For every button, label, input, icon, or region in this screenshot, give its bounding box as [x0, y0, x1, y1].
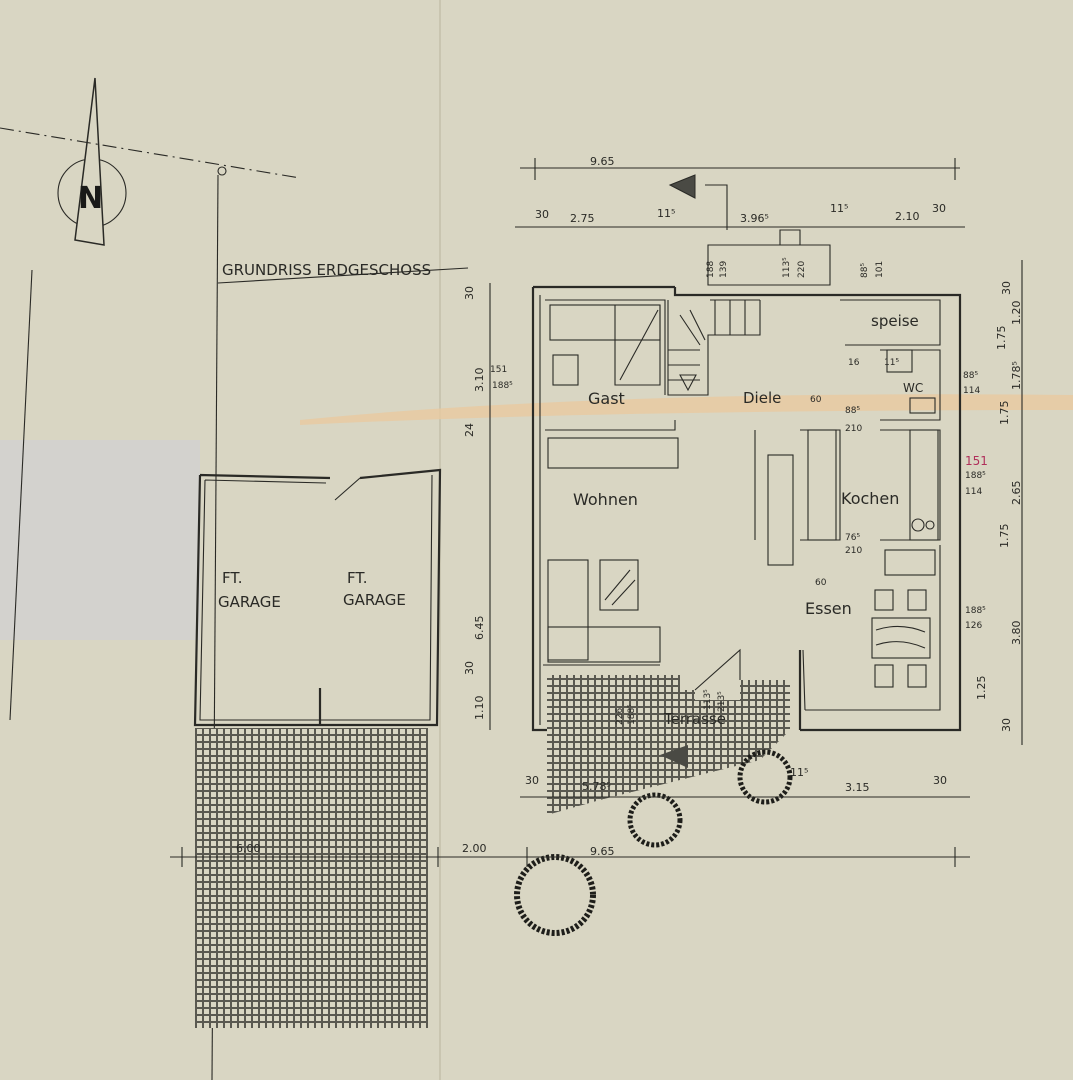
dim-right: 2.65: [1010, 481, 1023, 506]
property-line: [0, 127, 301, 179]
dim-bottom-total: 9.65: [590, 845, 615, 858]
garage-2-label: FT.: [347, 569, 368, 587]
dim-bottom: 30: [525, 774, 539, 787]
title-underline: [217, 267, 469, 284]
dim-bottom: 30: [933, 774, 947, 787]
dim-opening: 16: [848, 358, 860, 368]
room-label-wohnen: Wohnen: [573, 490, 638, 509]
plan-title: GRUNDRISS ERDGESCHOSS: [222, 261, 431, 279]
dim-bottom: 11⁵: [790, 766, 808, 779]
room-label-speise: speise: [871, 312, 919, 330]
survey-point: [217, 166, 227, 176]
dim-top-total: 9.65: [590, 155, 615, 168]
dim-opening: 101: [875, 261, 885, 278]
dim-right: 1.20: [1010, 301, 1023, 326]
dim-opening: 60: [815, 578, 827, 588]
dim-opening: 210: [845, 546, 862, 556]
dim-right: 30: [1000, 281, 1013, 295]
dim-opening: 188⁵: [965, 606, 986, 616]
dim-top: 11⁵: [657, 207, 675, 220]
dim-opening: 188⁵: [965, 471, 986, 481]
dimension-lines: [170, 158, 1023, 867]
dim-opening: 114: [963, 386, 980, 396]
room-label-diele: Diele: [743, 389, 781, 407]
dim-opening: 151: [490, 365, 507, 375]
room-label-essen: Essen: [805, 599, 852, 618]
dim-opening: 113⁵: [782, 257, 792, 278]
dim-opening: 139: [719, 261, 729, 278]
north-arrow-icon: N: [57, 77, 127, 246]
dim-right: 1.75: [995, 326, 1008, 351]
dim-right: 30: [1000, 718, 1013, 732]
terrace-door: [694, 648, 741, 691]
dim-left: 3.10: [473, 368, 486, 393]
entrance-arrow-top-icon: [668, 174, 696, 199]
dim-opening: 114: [965, 487, 982, 497]
entrance-arrow-line: [705, 184, 728, 230]
dim-right: 1.75: [998, 401, 1011, 426]
dim-top: 30: [932, 202, 946, 215]
dim-left: 1.10: [473, 696, 486, 721]
dim-left: 30: [463, 286, 476, 300]
dim-opening: 220: [797, 261, 807, 278]
tree-icon: [514, 749, 793, 936]
furniture: [547, 304, 939, 688]
dim-opening: 11⁵: [884, 358, 899, 368]
dim-opening: 88⁵: [963, 371, 978, 381]
garage-2-label-2: GARAGE: [343, 591, 406, 609]
dim-left: 30: [463, 661, 476, 675]
dim-opening: 113⁵: [703, 689, 713, 710]
dim-opening: 76⁵: [845, 533, 860, 543]
dim-opening: 88⁵: [860, 263, 870, 278]
entrance-arrow-icon: [660, 745, 688, 768]
dim-left: 24: [463, 423, 476, 437]
dim-top: 2.75: [570, 212, 595, 225]
dim-opening: 188⁵: [492, 381, 513, 391]
dim-bottom: 3.15: [845, 781, 870, 794]
room-label-terrasse: Terrasse: [663, 710, 726, 728]
room-label-gast: Gast: [588, 389, 625, 408]
dim-opening: 126: [965, 621, 982, 631]
dim-top: 11⁵: [830, 202, 848, 215]
dim-right: 3.80: [1010, 621, 1023, 646]
left-dimension-line: [9, 269, 33, 721]
dim-right: 1.25: [975, 676, 988, 701]
dim-opening: 188: [706, 261, 716, 278]
dim-opening: 60: [810, 395, 822, 405]
dim-left: 6.45: [473, 616, 486, 641]
room-label-wc: WC: [903, 381, 923, 395]
dim-bottom-total: 6.00: [236, 842, 261, 855]
dim-top: 3.96⁵: [740, 212, 769, 225]
dim-top: 2.10: [895, 210, 920, 223]
dim-opening: 210: [845, 424, 862, 434]
garage-1-label-2: GARAGE: [218, 593, 281, 611]
highlight-stripe: [300, 394, 1073, 425]
dim-right: 1.75: [998, 524, 1011, 549]
dim-opening: 213⁵: [717, 691, 727, 712]
dim-bottom-total: 2.00: [462, 842, 487, 855]
garage: FT. GARAGE FT. GARAGE: [193, 468, 442, 727]
dim-top: 30: [535, 208, 549, 221]
driveway-paving: [195, 728, 428, 1028]
north-label: N: [78, 181, 103, 216]
dim-opening: 88⁵: [845, 406, 860, 416]
room-label-kochen: Kochen: [841, 489, 899, 508]
dim-bottom: 5.78⁵: [582, 780, 611, 793]
garage-1-label: FT.: [222, 569, 243, 587]
staircase: [667, 300, 761, 396]
house-outline: [531, 229, 962, 732]
terrace-paving: [547, 675, 790, 815]
dim-opening: 188⁵: [627, 704, 637, 725]
handwritten-note: 151: [965, 454, 988, 468]
paper-shadow: [0, 440, 200, 640]
dim-opening: 226: [615, 708, 625, 725]
dim-right: 1.78⁵: [1010, 361, 1023, 390]
